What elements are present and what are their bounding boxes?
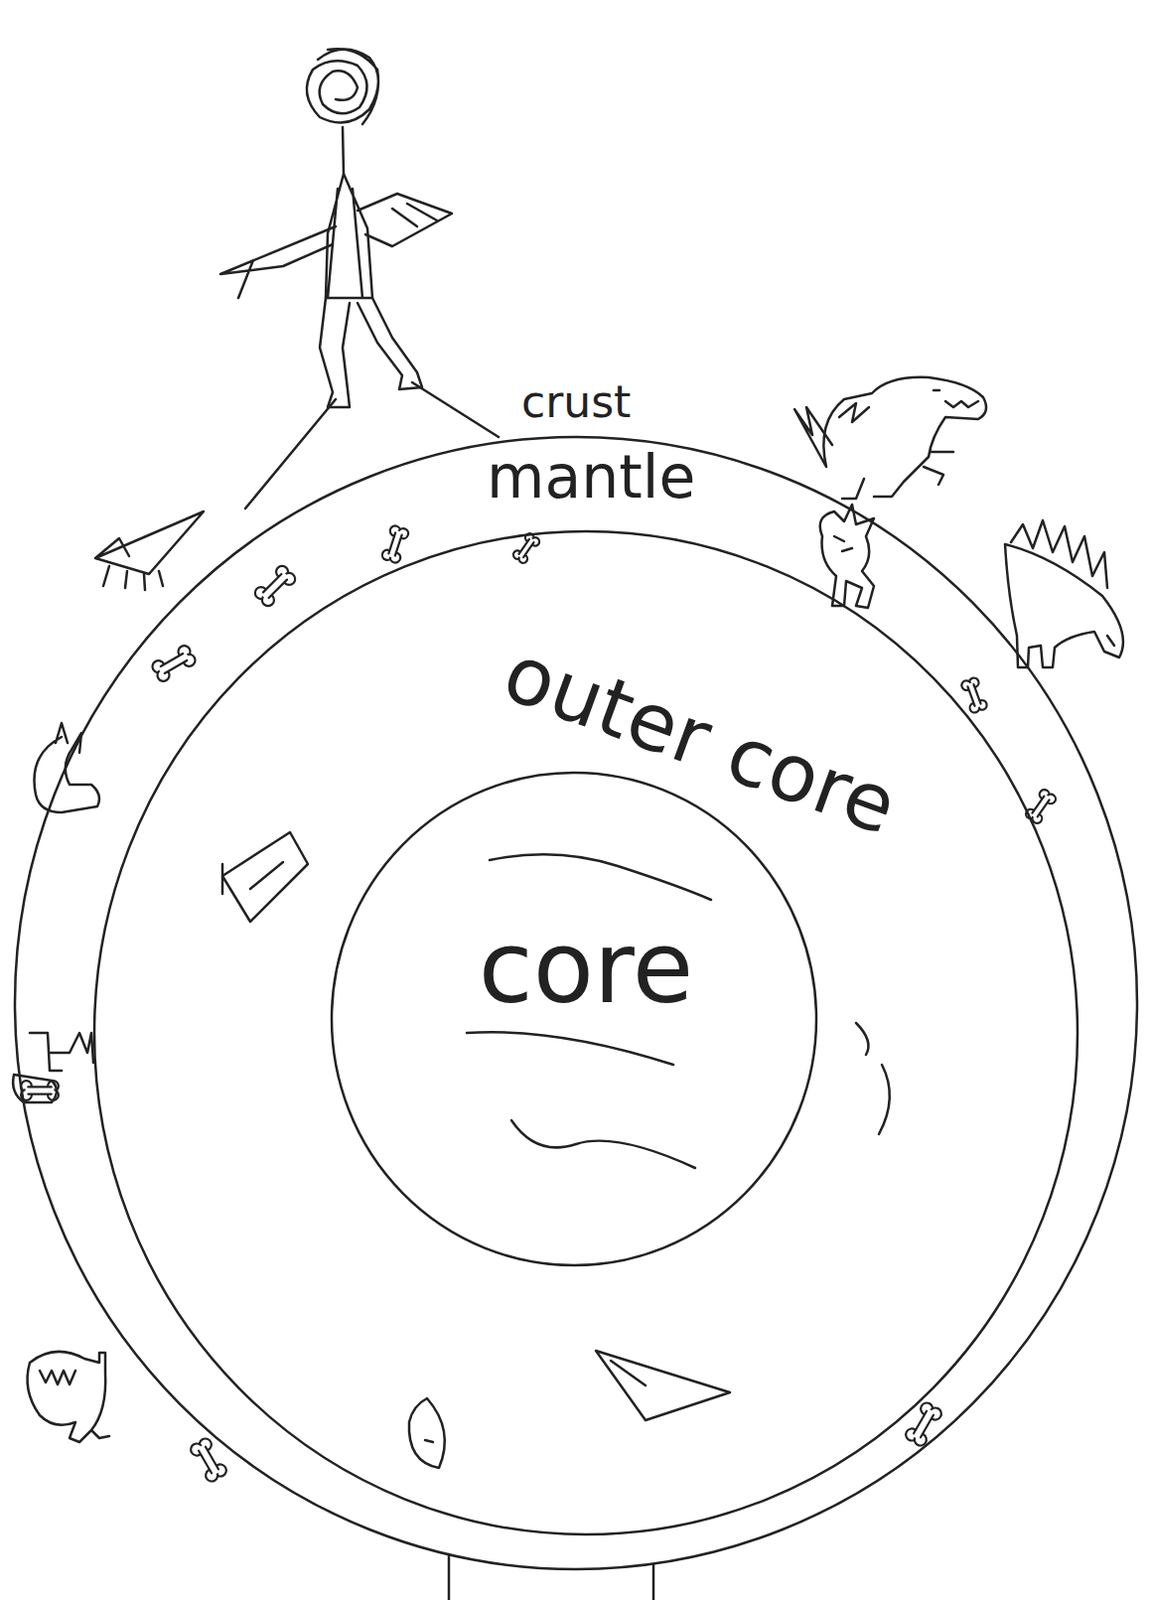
torso — [325, 173, 373, 298]
t-rex — [794, 377, 987, 499]
layer-label: mantle — [486, 446, 696, 507]
hill-line — [412, 382, 499, 437]
layer-outline — [331, 772, 817, 1266]
outer-core-rocks — [222, 832, 890, 1468]
earth-layer: core — [331, 772, 817, 1266]
stand-post — [652, 1564, 656, 1600]
earth-layer: core outer core crust mantle — [0, 377, 1151, 1600]
stegosaurus — [1005, 520, 1124, 668]
bone — [381, 524, 411, 565]
underline — [466, 1031, 674, 1065]
bone — [903, 1400, 944, 1447]
core-swirls — [466, 854, 712, 1168]
earth-layer: core outer core — [94, 531, 1078, 1535]
layer-ring — [94, 531, 1078, 1535]
head-scribble — [306, 48, 379, 125]
layer-label: core — [478, 918, 695, 1018]
small-dino — [820, 504, 874, 608]
bone — [149, 643, 197, 684]
toothy-dino — [27, 1351, 110, 1442]
swirl — [489, 854, 712, 900]
leaf — [409, 1398, 445, 1468]
winged-person — [220, 48, 452, 408]
hill-line — [245, 399, 336, 509]
neck — [342, 127, 344, 174]
layer-ring — [331, 772, 817, 1266]
bone — [960, 676, 989, 715]
left-wing — [220, 226, 336, 298]
layer-label: outer core — [494, 632, 906, 848]
triangle-dino — [95, 511, 204, 590]
swirl — [511, 1120, 696, 1168]
edge-dino — [12, 1032, 94, 1103]
bone — [1023, 787, 1058, 826]
layer-ring — [14, 436, 1138, 1570]
wave — [856, 1022, 890, 1135]
stand-post — [447, 1554, 451, 1600]
dinosaurs — [12, 377, 1124, 1442]
bone — [252, 563, 297, 608]
right-wing — [357, 193, 452, 247]
bones — [20, 524, 1058, 1484]
rock — [595, 1350, 730, 1421]
layer-label: crust — [521, 380, 631, 425]
rock — [222, 832, 308, 922]
legs — [319, 297, 423, 408]
